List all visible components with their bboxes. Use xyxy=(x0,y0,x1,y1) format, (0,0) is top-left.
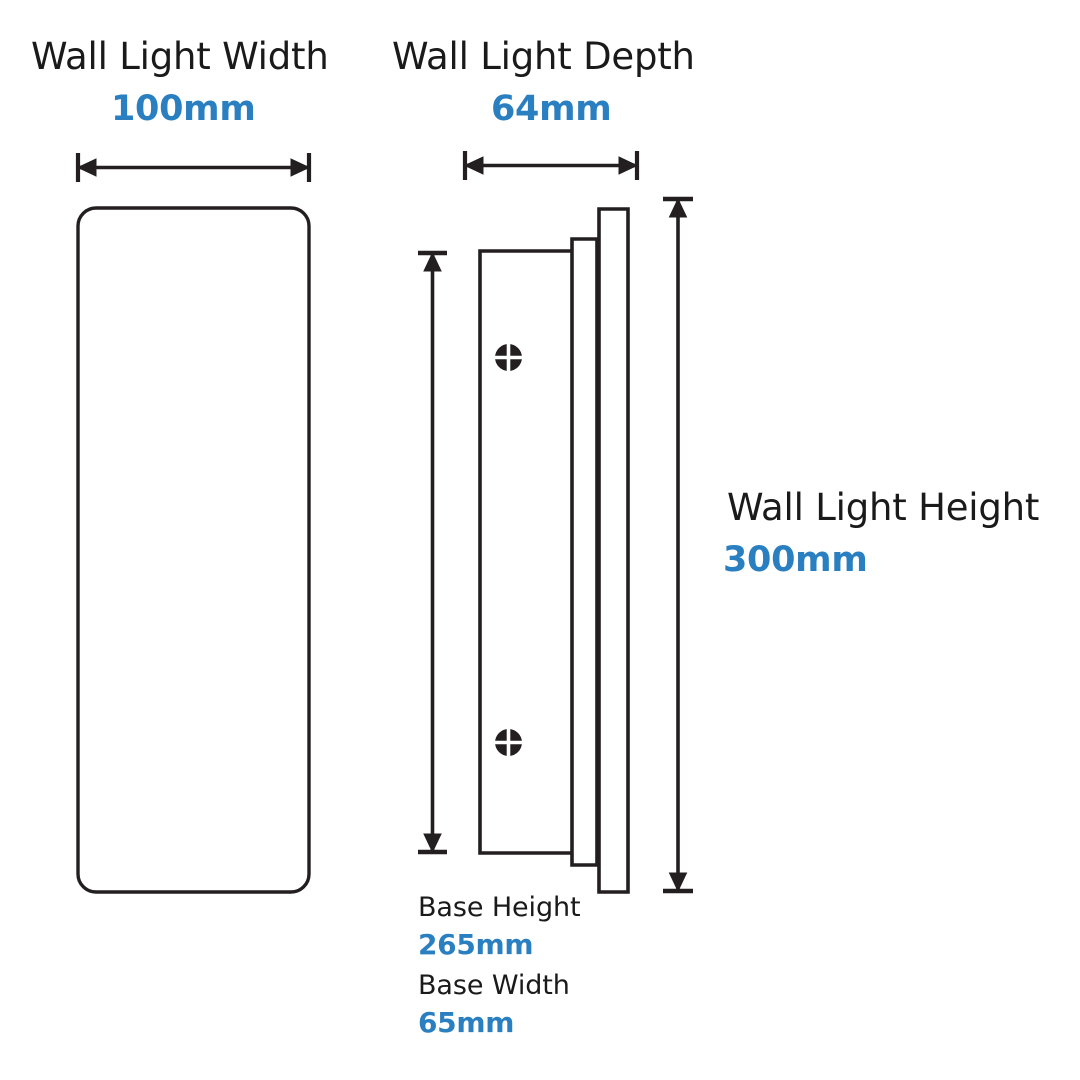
depth-dimension-line xyxy=(462,151,640,180)
height-label-value: 300mm xyxy=(723,540,868,580)
width-label-value: 100mm xyxy=(111,89,256,129)
height-dimension-line xyxy=(663,196,693,894)
depth-label-value: 64mm xyxy=(491,89,612,129)
base-height-dimension-line xyxy=(418,250,447,855)
side-view-outline xyxy=(478,207,630,894)
width-dimension-line xyxy=(75,153,312,182)
base-height-label-title: Base Height xyxy=(418,892,581,923)
base-width-label-value: 65mm xyxy=(418,1006,515,1039)
fixing-screw-lower xyxy=(495,729,522,756)
front-view-outline xyxy=(76,206,311,894)
depth-label-title: Wall Light Depth xyxy=(392,35,695,78)
width-label-title: Wall Light Width xyxy=(31,35,329,78)
height-label-title: Wall Light Height xyxy=(727,486,1040,529)
base-width-label-title: Base Width xyxy=(418,970,570,1001)
base-height-label-value: 265mm xyxy=(418,928,534,961)
fixing-screw-upper xyxy=(495,344,522,371)
